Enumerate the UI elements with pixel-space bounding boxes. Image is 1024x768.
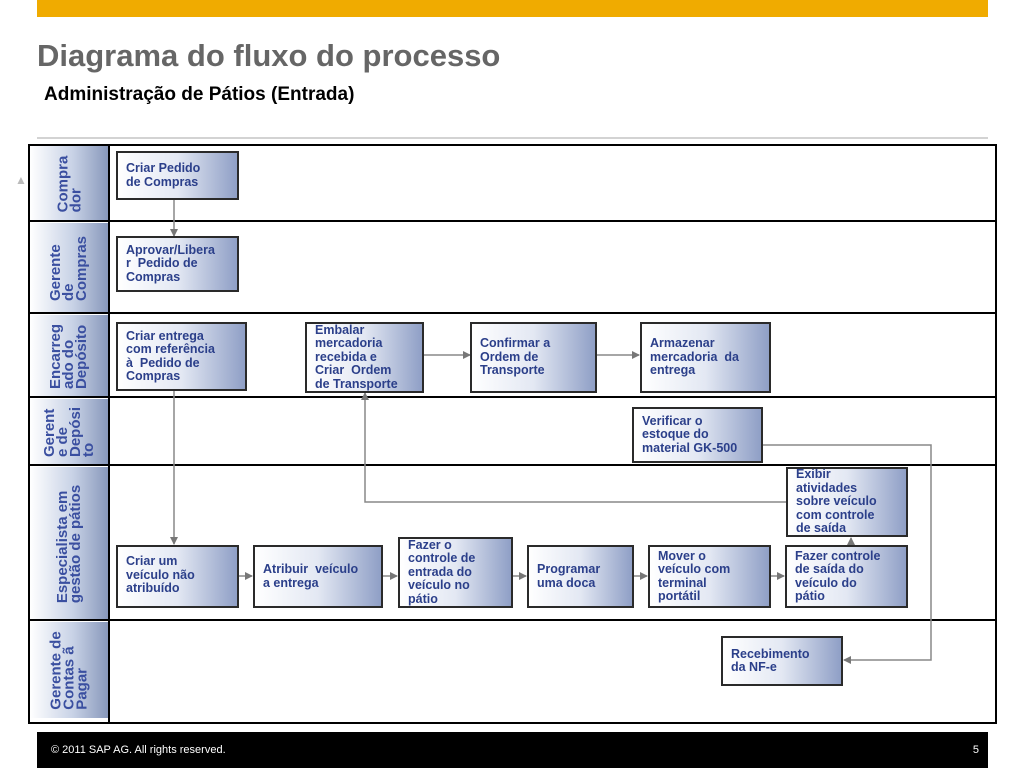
swimlane-diagram: Compra dor Gerente de Compras Encarreg a… xyxy=(28,144,997,724)
step-atribuir-veiculo[interactable]: Atribuir veículo a entrega xyxy=(253,545,383,608)
step-programar-doca[interactable]: Programar uma doca xyxy=(527,545,634,608)
lane-label-gerente-compras: Gerente de Compras xyxy=(30,223,108,313)
lane-label-gerente-contas-pagar: Gerente de Contas ã Pagar xyxy=(30,622,108,718)
lane-separator xyxy=(28,220,995,222)
lane-separator xyxy=(28,619,995,621)
footer-bar: © 2011 SAP AG. All rights reserved. 5 xyxy=(37,732,988,768)
lane-separator xyxy=(28,312,995,314)
lane-text-gerente-deposito: Gerent e de Depósi to xyxy=(40,406,97,458)
page-title: Diagrama do fluxo do processo xyxy=(37,38,501,73)
step-embalar-mercadoria[interactable]: Embalar mercadoria recebida e Criar Orde… xyxy=(305,322,424,393)
lane-text-encarregado-deposito: Encarreg ado do Depósito xyxy=(47,323,91,389)
step-controle-saida[interactable]: Fazer controle de saída do veículo do pá… xyxy=(785,545,908,608)
collapse-arrow-icon: ▲ xyxy=(15,173,27,187)
page-subtitle: Administração de Pátios (Entrada) xyxy=(44,84,355,105)
step-verificar-estoque[interactable]: Verificar o estoque do material GK-500 xyxy=(632,407,763,463)
lane-text-especialista-patios: Especialista em gestão de pátios xyxy=(54,484,85,603)
lane-separator xyxy=(28,396,995,398)
lane-separator xyxy=(28,464,995,466)
page-number: 5 xyxy=(972,744,979,756)
step-criar-entrega[interactable]: Criar entrega com referência à Pedido de… xyxy=(116,322,247,391)
top-accent-bar xyxy=(37,0,988,17)
lane-text-gerente-compras: Gerente de Compras xyxy=(47,235,91,301)
footer-copyright: © 2011 SAP AG. All rights reserved. xyxy=(51,744,226,756)
lane-header-separator xyxy=(108,144,110,722)
step-recebimento-nfe[interactable]: Recebimento da NF-e xyxy=(721,636,843,686)
title-divider xyxy=(37,137,988,139)
step-confirmar-ordem[interactable]: Confirmar a Ordem de Transporte xyxy=(470,322,597,393)
lane-label-comprador: Compra dor xyxy=(30,146,108,221)
step-exibir-atividades[interactable]: Exibir atividades sobre veículo com cont… xyxy=(786,467,908,537)
step-criar-pedido[interactable]: Criar Pedido de Compras xyxy=(116,151,239,200)
lane-text-comprador: Compra dor xyxy=(54,155,84,212)
step-mover-veiculo[interactable]: Mover o veículo com terminal portátil xyxy=(648,545,771,608)
step-criar-veiculo[interactable]: Criar um veículo não atribuído xyxy=(116,545,239,608)
step-armazenar-mercadoria[interactable]: Armazenar mercadoria da entrega xyxy=(640,322,771,393)
diagram-border xyxy=(28,144,997,724)
lane-text-gerente-contas-pagar: Gerente de Contas ã Pagar xyxy=(47,630,91,710)
lane-label-gerente-deposito: Gerent e de Depósi to xyxy=(30,399,108,465)
step-aprovar-pedido[interactable]: Aprovar/Libera r Pedido de Compras xyxy=(116,236,239,292)
lane-label-encarregado-deposito: Encarreg ado do Depósito xyxy=(30,315,108,397)
step-controle-entrada[interactable]: Fazer o controle de entrada do veículo n… xyxy=(398,537,513,608)
lane-label-especialista-patios: Especialista em gestão de pátios xyxy=(30,467,108,620)
